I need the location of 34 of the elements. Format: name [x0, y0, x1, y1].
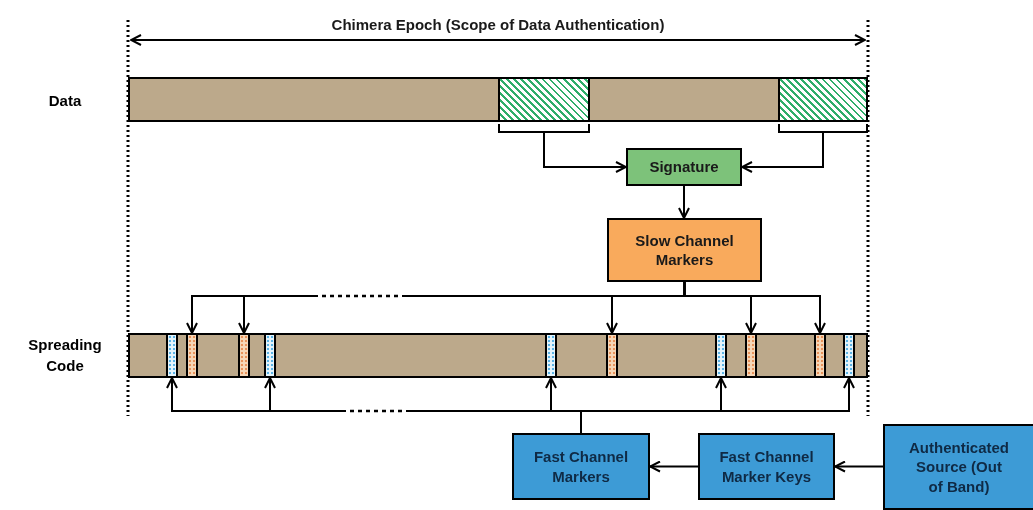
arrow [683, 281, 826, 334]
hatched-segment [778, 79, 868, 120]
data-bar [128, 333, 868, 378]
row-label: Data [47, 90, 83, 111]
arrow [834, 460, 884, 473]
process-box [883, 424, 1033, 510]
box-label: Slow Channel Markers [634, 230, 735, 270]
marker-segment [715, 335, 727, 376]
marker-segment [264, 335, 276, 376]
marker-segment [238, 335, 250, 376]
hatched-segment [498, 79, 590, 120]
marker-segment [843, 335, 855, 376]
process-box [626, 148, 742, 186]
marker-segment [166, 335, 178, 376]
box-label: Fast Channel Marker Keys [718, 447, 815, 486]
arrow [741, 123, 868, 173]
marker-segment [745, 335, 757, 376]
box-label: Signature [648, 157, 720, 177]
marker-segment [606, 335, 618, 376]
row-label: Spreading Code [27, 334, 103, 377]
marker-segment [814, 335, 826, 376]
dimension-label: Chimera Epoch (Scope of Data Authentication) [330, 15, 666, 35]
marker-segment [186, 335, 198, 376]
arrow [580, 377, 855, 434]
arrow [649, 460, 699, 473]
arrow [678, 185, 690, 219]
process-box [607, 218, 762, 282]
marker-segment [545, 335, 557, 376]
arrow [498, 123, 627, 173]
box-label: Fast Channel Markers [532, 447, 630, 486]
process-box [512, 433, 650, 500]
box-label: Authenticated Source (Out of Band) [908, 437, 1010, 497]
process-box [698, 433, 835, 500]
data-bar [128, 77, 868, 122]
